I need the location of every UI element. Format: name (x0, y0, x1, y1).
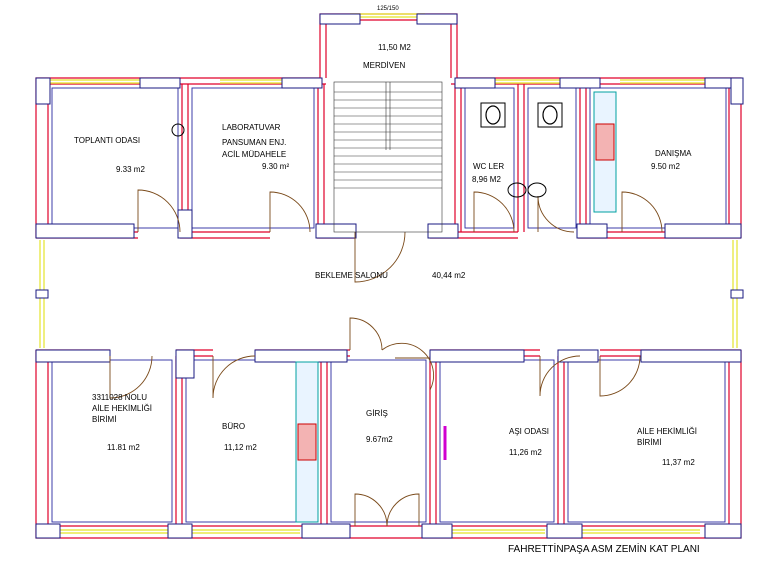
room-area: 8,96 M2 (472, 175, 501, 184)
columns (35, 13, 744, 539)
room-area: 11,26 m2 (509, 448, 542, 457)
room-name: AİLE HEKİMLİĞİ (92, 404, 152, 413)
room-name: BÜRO (222, 422, 245, 431)
labels: 125/150 11,50 M2 MERDİVEN TOPLANTI ODASI… (74, 6, 700, 555)
windows (39, 13, 738, 534)
room-area: 40,44 m2 (432, 271, 466, 280)
sink-icon (595, 123, 615, 161)
exterior-walls (35, 13, 742, 539)
toilet-left-icon (480, 102, 506, 128)
room-area: 9.30 m² (262, 162, 289, 171)
room-name: MERDİVEN (363, 61, 405, 70)
room-area: 9.33 m2 (116, 165, 145, 174)
room-name: BEKLEME SALONU (315, 271, 388, 280)
plan-title: FAHRETTİNPAŞA ASM ZEMİN KAT PLANI (508, 542, 700, 555)
sink-icon (171, 123, 185, 137)
washbasin-icon (527, 182, 547, 198)
room-area: 9.67m2 (366, 435, 393, 444)
room-area: 9.50 m2 (651, 162, 680, 171)
washbasin-icon (507, 182, 527, 198)
room-area: 11,37 m2 (662, 458, 695, 467)
room-name: AİLE HEKİMLİĞİ (637, 427, 697, 436)
room-name: LABORATUVAR (222, 123, 281, 132)
room-name: BİRİMİ (637, 438, 661, 447)
room-name: DANIŞMA (655, 149, 692, 158)
interior-lines (51, 87, 727, 523)
fixtures (171, 91, 617, 523)
room-name: 11,50 M2 (378, 43, 411, 52)
room-name: ACİL MÜDAHELE (222, 150, 286, 159)
toilet-right-icon (537, 102, 563, 128)
scale-label: 125/150 (377, 6, 399, 12)
room-name: PANSUMAN ENJ. (222, 138, 286, 147)
room-name: BİRİMİ (92, 415, 116, 424)
room-name: TOPLANTI ODASI (74, 136, 140, 145)
room-area: 11.81 m2 (107, 443, 140, 452)
room-name: 3311028 NOLU (92, 393, 147, 402)
room-name: GİRİŞ (366, 409, 388, 418)
room-area: 11,12 m2 (224, 443, 257, 452)
sink-icon (297, 423, 317, 461)
staircase (333, 81, 443, 233)
room-name: WC LER (473, 162, 504, 171)
doors (109, 189, 663, 527)
room-name: AŞI ODASI (509, 427, 549, 436)
